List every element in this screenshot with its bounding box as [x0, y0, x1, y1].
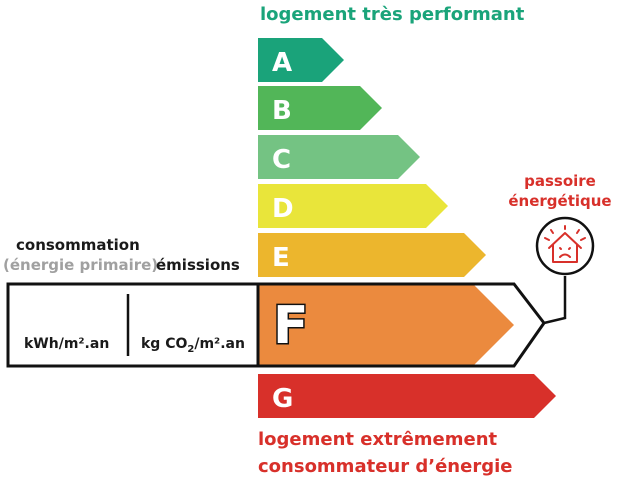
bottom-label-line2: consommateur d’énergie: [258, 456, 513, 477]
class-letter-c: C: [272, 145, 291, 175]
class-letter-e: E: [272, 243, 290, 273]
class-letter-g: G: [272, 384, 293, 414]
passoire-label-line1: passoire: [524, 172, 596, 190]
class-letter-d: D: [272, 194, 294, 224]
class-letter-f: F: [273, 296, 309, 356]
co2-unit-subscript: 2: [187, 343, 195, 355]
primary-energy-label: (énergie primaire): [3, 256, 159, 274]
co2-unit-prefix: kg CO: [141, 336, 188, 352]
class-bar-b: [258, 86, 382, 130]
class-bar-f: [258, 285, 514, 365]
class-letter-a: A: [272, 48, 292, 78]
class-bar-d: [258, 184, 448, 228]
current-class-box: [6, 282, 546, 368]
top-label-very-efficient: logement très performant: [260, 4, 525, 25]
consumption-label: consommation: [16, 236, 140, 254]
passoire-label-line2: énergétique: [508, 192, 612, 210]
sad-house-thermometer-icon: [535, 216, 595, 276]
energy-unit-label: kWh/m².an: [24, 336, 110, 352]
class-bar-a: [258, 38, 344, 82]
co2-unit-label: kg CO2/m².an: [141, 336, 245, 356]
co2-unit-suffix: /m².an: [194, 336, 245, 352]
bottom-label-line1: logement extrêmement: [258, 429, 498, 450]
class-bar-c: [258, 135, 420, 179]
passoire-connector: [543, 276, 567, 325]
class-letter-b: B: [272, 96, 292, 126]
class-bar-e: [258, 233, 486, 277]
class-bar-g: [258, 374, 556, 418]
emissions-label: émissions: [156, 256, 240, 274]
